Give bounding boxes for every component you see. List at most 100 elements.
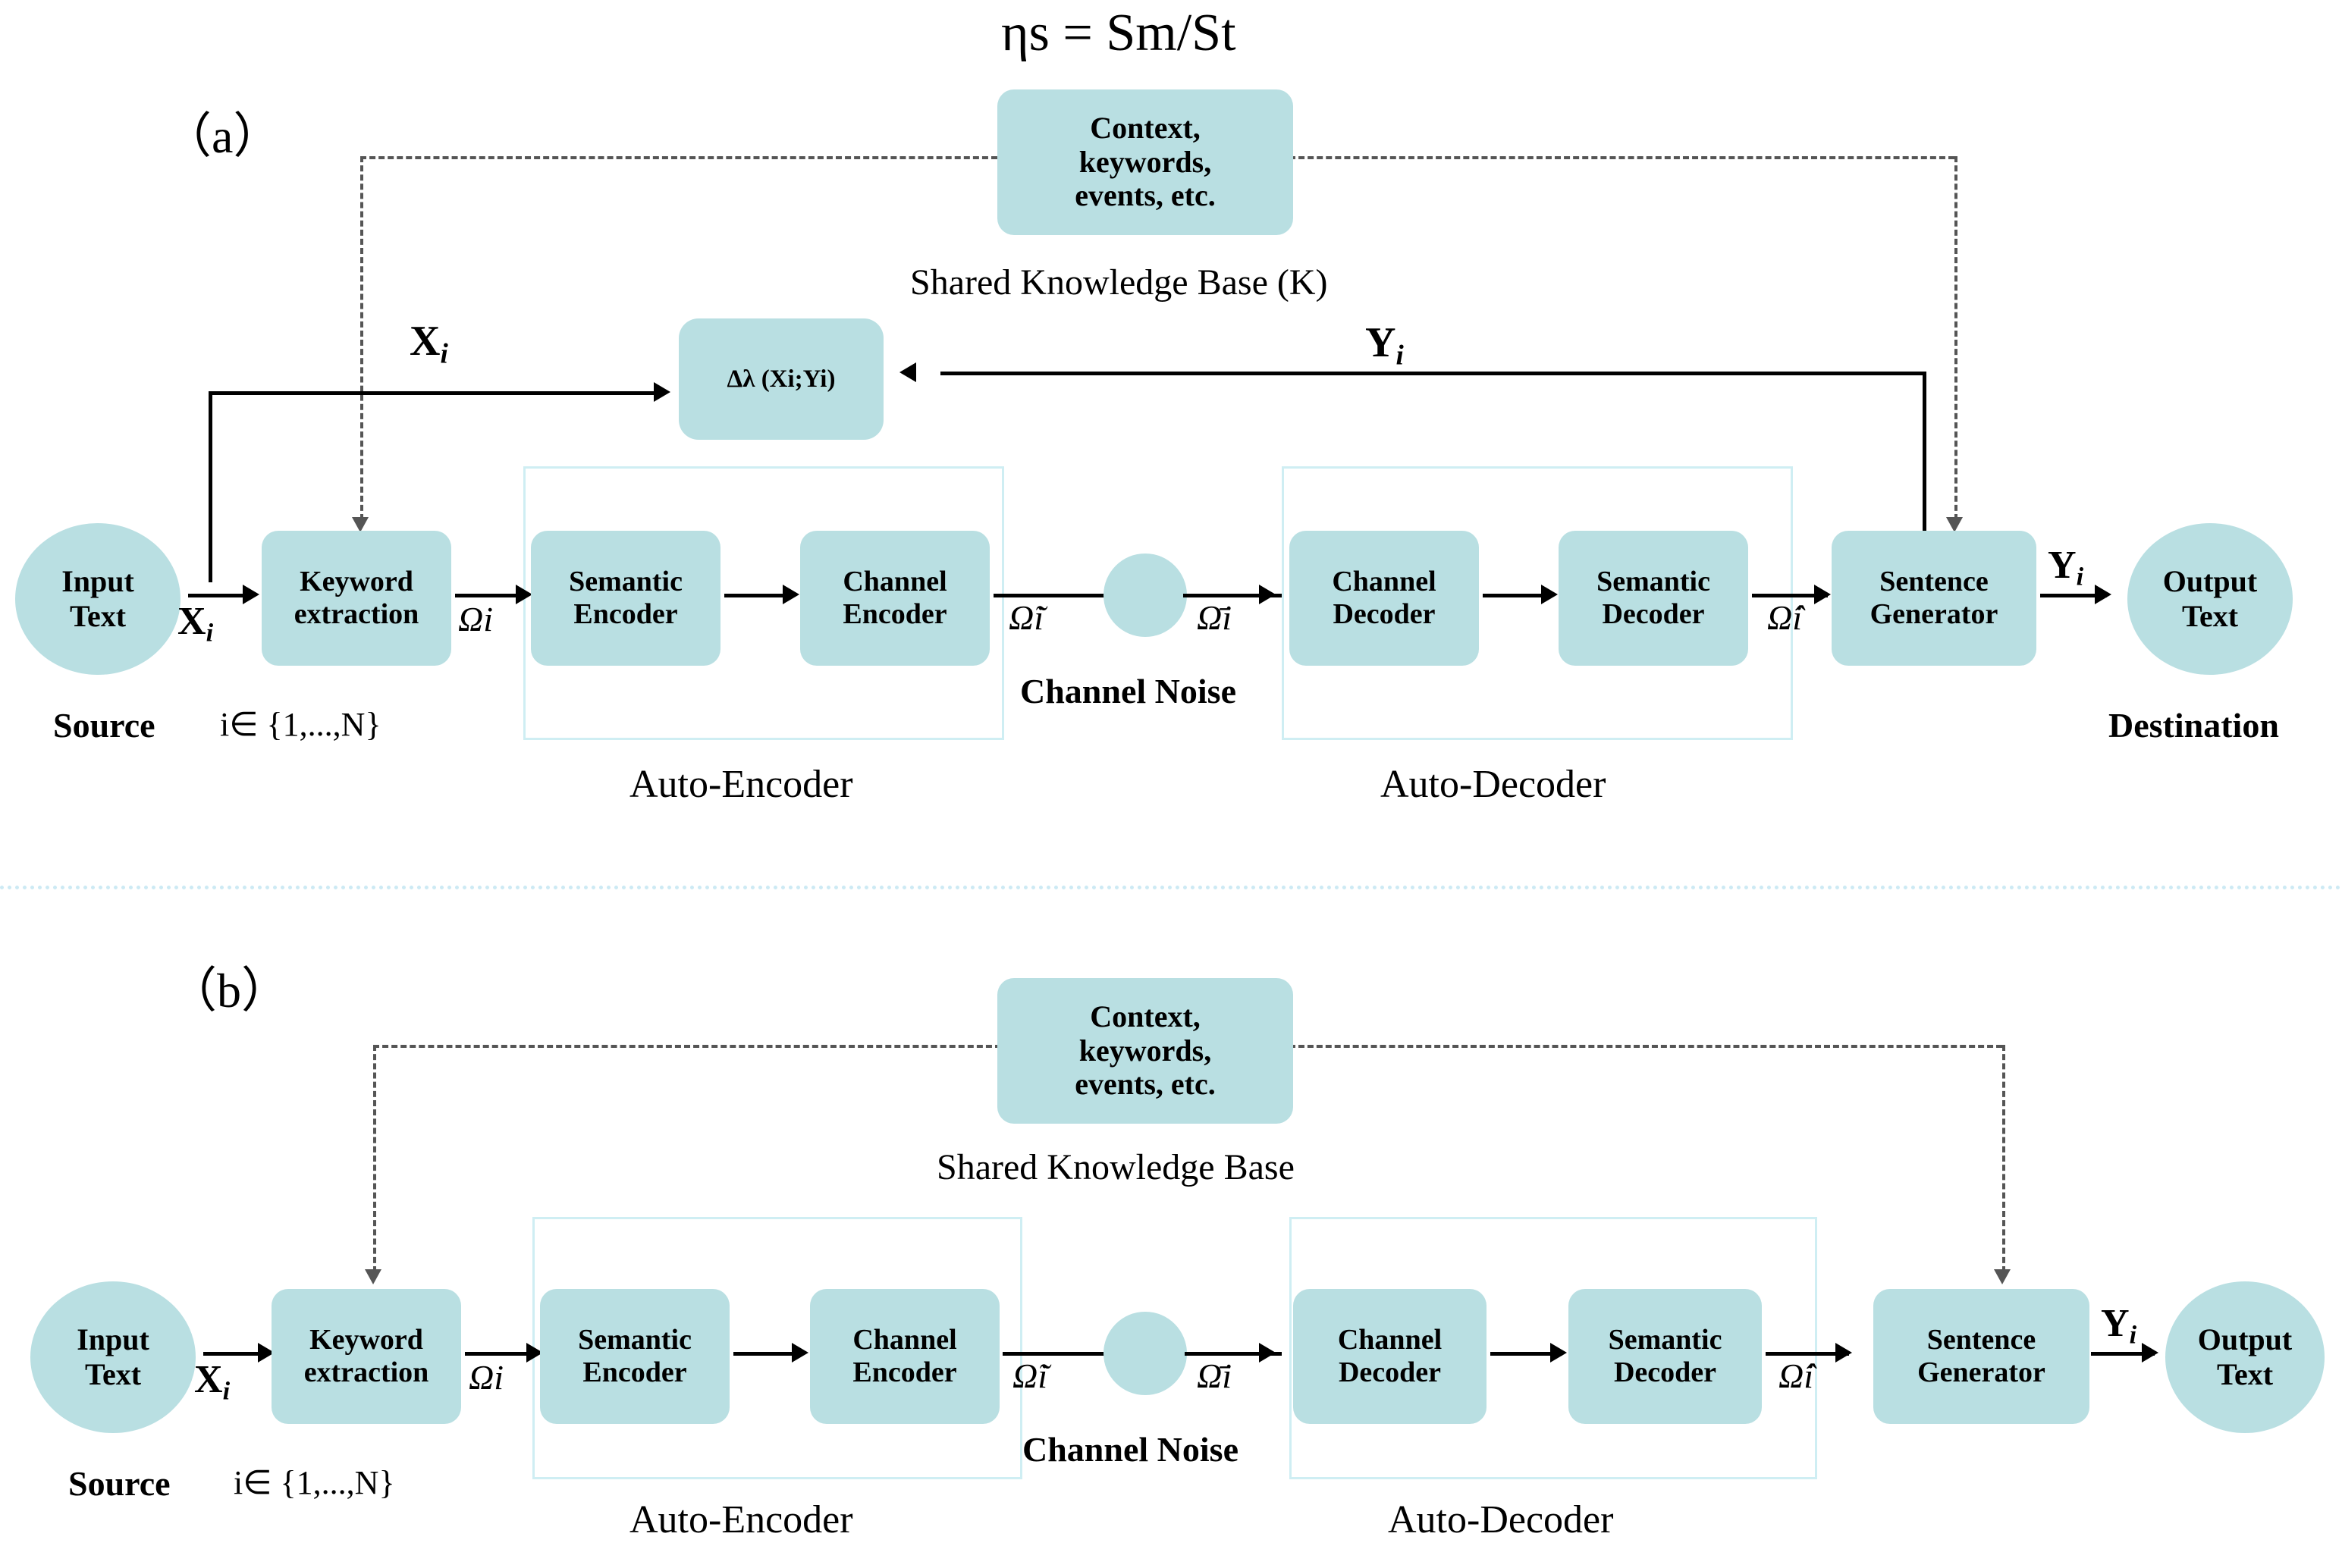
signal-omega-hat-a: Ω̂i (1767, 598, 1803, 637)
knowledge-dashed-left-drop (360, 156, 363, 520)
block-keyword-extraction-b[interactable]: Keyword extraction (272, 1289, 461, 1424)
kb-line-3: events, etc. (1075, 178, 1216, 213)
knowledge-base-box-b[interactable]: Context, keywords, events, etc. (997, 978, 1293, 1124)
edge-generator-output-arrow-b (2142, 1343, 2158, 1363)
block-sentence-generator-b[interactable]: Sentence Generator (1873, 1289, 2089, 1424)
auto-decoder-caption-a: Auto-Decoder (1380, 763, 1606, 806)
destination-caption-a: Destination (2108, 706, 2279, 745)
edge-label-yi-b: Yi (2101, 1302, 2137, 1350)
edge-source-keyword-arrow-a (243, 585, 259, 604)
block-label-line2: Decoder (1333, 598, 1436, 630)
output-text-line-2: Text (2216, 1357, 2274, 1391)
edge-label-yi-a: Yi (2048, 544, 2084, 591)
block-sentence-generator-a[interactable]: Sentence Generator (1832, 531, 2036, 666)
block-semantic-encoder-a[interactable]: Semantic Encoder (531, 531, 720, 666)
block-semantic-decoder-a[interactable]: Semantic Decoder (1559, 531, 1748, 666)
channel-noise-caption-a: Channel Noise (1020, 672, 1236, 710)
knowledge-dashed-right-drop-b (2002, 1045, 2005, 1272)
block-semantic-encoder-b[interactable]: Semantic Encoder (540, 1289, 730, 1424)
edge-semenc-chanenc-arrow-a (783, 585, 799, 604)
input-text-node-a[interactable]: Input Text (15, 523, 181, 675)
knowledge-base-caption-b: Shared Knowledge Base (937, 1147, 1295, 1187)
edge-noise-chandec-arrow-a (1259, 585, 1276, 604)
edge-chanenc-noise-a (994, 594, 1107, 597)
metric-feedback-label: Yi (1365, 319, 1404, 371)
edge-noise-chandec-a (1183, 594, 1282, 597)
edge-source-keyword-arrow-b (258, 1343, 275, 1363)
block-label-line2: Decoder (1602, 598, 1705, 630)
signal-omega-bar-a: Ω̄i (1197, 598, 1232, 637)
kb-line-3: events, etc. (1075, 1067, 1216, 1102)
block-label-line1: Semantic (1596, 566, 1710, 598)
kb-line-2: keywords, (1078, 144, 1212, 179)
knowledge-dashed-right-drop (1954, 156, 1957, 520)
edge-generator-output-b (2091, 1352, 2155, 1356)
knowledge-base-caption-a: Shared Knowledge Base (K) (910, 262, 1328, 303)
output-text-node-a[interactable]: Output Text (2127, 523, 2293, 675)
edge-semdec-generator-b (1766, 1352, 1849, 1356)
edge-generator-output-arrow-a (2095, 585, 2111, 604)
edge-semdec-generator-a (1752, 594, 1828, 597)
input-text-line-2: Text (84, 1357, 142, 1391)
edge-source-keyword-a (188, 594, 253, 597)
input-text-node-b[interactable]: Input Text (30, 1281, 196, 1433)
input-text-line-1: Input (77, 1322, 149, 1356)
block-label-line2: Encoder (852, 1356, 957, 1388)
signal-omega-tilde-a: Ω̃i (1009, 598, 1044, 637)
block-channel-decoder-b[interactable]: Channel Decoder (1293, 1289, 1487, 1424)
semantic-similarity-box[interactable]: Δλ (Xi;Yi) (679, 318, 884, 440)
block-label-line2: Encoder (582, 1356, 687, 1388)
block-keyword-extraction-a[interactable]: Keyword extraction (262, 531, 451, 666)
knowledge-arrow-keyword-b (365, 1269, 381, 1284)
edge-keyword-semantic-arrow-a (516, 585, 532, 604)
edge-semenc-chanenc-b (733, 1352, 803, 1356)
block-label-line1: Semantic (578, 1324, 692, 1356)
kb-line-1: Context, (1090, 999, 1201, 1033)
signal-omega-hat-b: Ω̂i (1778, 1356, 1814, 1395)
metric-input-arrowhead (654, 382, 670, 402)
channel-noise-dot-b (1104, 1312, 1187, 1395)
edge-chandec-semdec-a (1483, 594, 1552, 597)
block-label-line2: Encoder (843, 598, 947, 630)
edge-chandec-semdec-arrow-a (1541, 585, 1558, 604)
knowledge-dashed-left-b (373, 1045, 1001, 1048)
edge-generator-output-a (2040, 594, 2107, 597)
edge-label-xi-b: Xi (194, 1358, 231, 1406)
output-text-node-b[interactable]: Output Text (2165, 1281, 2325, 1433)
edge-semenc-chanenc-arrow-b (792, 1343, 808, 1363)
auto-encoder-caption-b: Auto-Encoder (629, 1498, 853, 1541)
block-channel-encoder-b[interactable]: Channel Encoder (810, 1289, 1000, 1424)
metric-input-line (209, 391, 656, 395)
kb-line-2: keywords, (1078, 1033, 1212, 1068)
block-channel-decoder-a[interactable]: Channel Decoder (1289, 531, 1479, 666)
panel-a-tag: （a） (163, 109, 282, 163)
knowledge-arrow-generator-b (1994, 1269, 2011, 1284)
block-label-line1: Channel (843, 566, 947, 598)
source-caption-b: Source (68, 1464, 171, 1503)
edge-chandec-semdec-b (1490, 1352, 1562, 1356)
edge-semenc-chanenc-a (724, 594, 794, 597)
edge-semdec-generator-arrow-b (1835, 1343, 1852, 1363)
knowledge-base-box-a[interactable]: Context, keywords, events, etc. (997, 89, 1293, 235)
block-semantic-decoder-b[interactable]: Semantic Decoder (1568, 1289, 1762, 1424)
output-text-line-1: Output (2162, 564, 2258, 598)
edge-chanenc-noise-b (1003, 1352, 1109, 1356)
source-caption-a: Source (53, 706, 155, 745)
edge-semdec-generator-arrow-a (1814, 585, 1831, 604)
block-label-line1: Channel (1332, 566, 1436, 598)
block-label-line2: extraction (303, 1356, 429, 1388)
auto-decoder-group-b (1289, 1217, 1817, 1479)
signal-omega-a: Ωi (458, 600, 494, 638)
block-label-line2: Encoder (573, 598, 678, 630)
knowledge-dashed-left-drop-b (373, 1045, 376, 1272)
block-label-line2: Generator (1870, 598, 1998, 630)
block-label-line1: Sentence (1926, 1324, 2036, 1356)
block-label-line1: Semantic (1608, 1324, 1722, 1356)
metric-feedback-line (940, 372, 1926, 375)
metric-input-label: Xi (410, 318, 448, 369)
channel-noise-dot-a (1104, 554, 1187, 637)
block-channel-encoder-a[interactable]: Channel Encoder (800, 531, 990, 666)
edge-source-keyword-b (203, 1352, 268, 1356)
panel-b-tag: （b） (168, 964, 290, 1018)
signal-omega-b: Ωi (469, 1358, 504, 1397)
